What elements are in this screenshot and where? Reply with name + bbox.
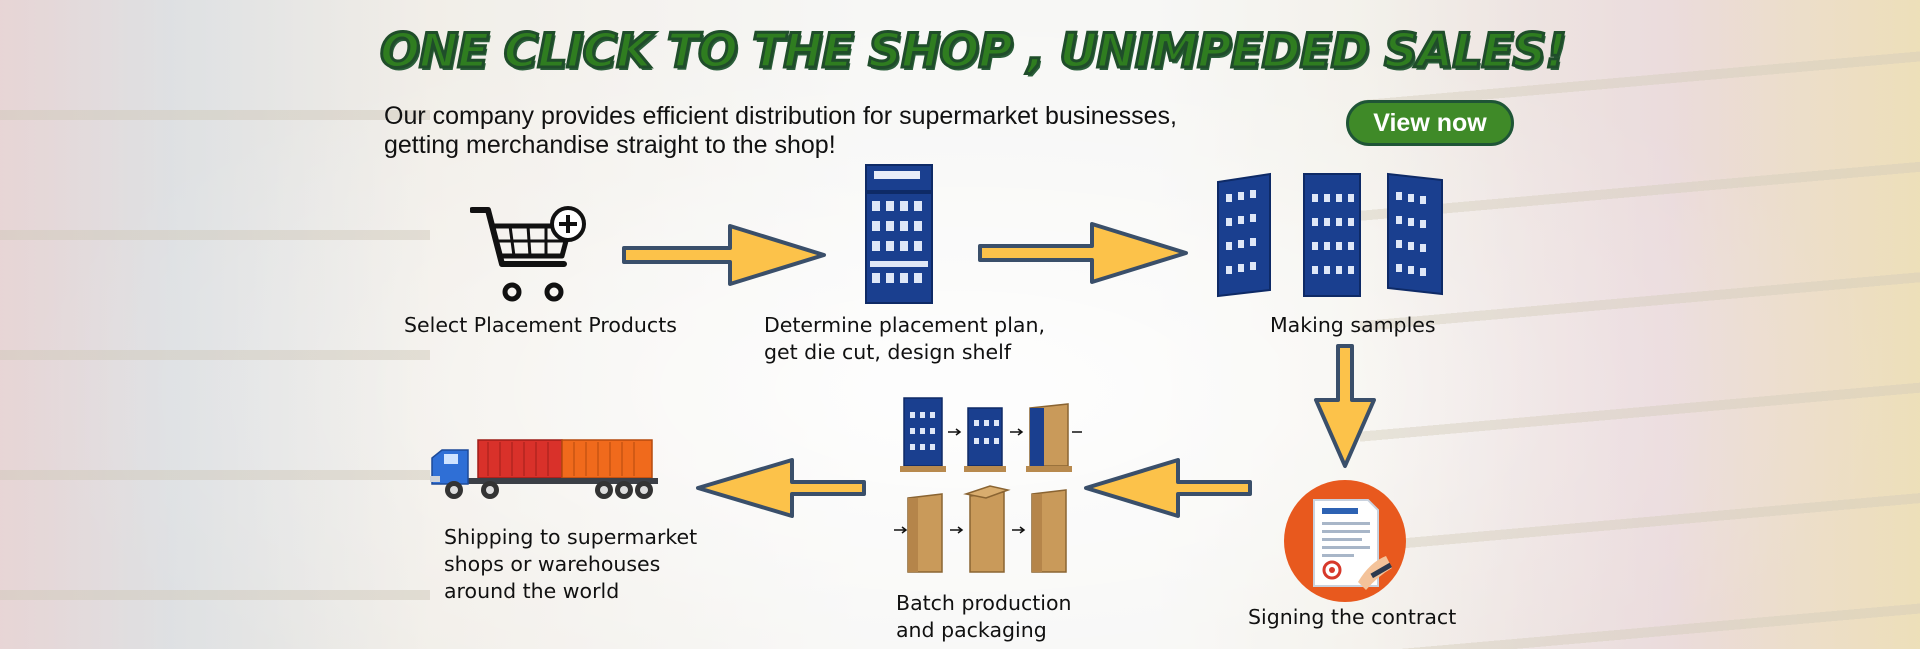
display-samples-icon: [1217, 172, 1443, 298]
intro-line-1: Our company provides efficient distribut…: [384, 102, 1177, 130]
flow-arrow-left-icon: [696, 458, 866, 518]
shopping-cart-add-icon: [470, 206, 586, 302]
step-making-samples-label: Making samples: [1270, 313, 1436, 337]
banner-intro: Our company provides efficient distribut…: [384, 102, 1284, 160]
flow-arrow-right-icon: [622, 224, 826, 286]
container-truck-icon: [430, 439, 658, 499]
step-select-products-label: Select Placement Products: [404, 313, 677, 337]
intro-line-2: getting merchandise straight to the shop…: [384, 131, 836, 159]
flow-arrow-right-icon: [978, 222, 1188, 284]
banner-title: ONE CLICK TO THE SHOP , UNIMPEDED SALES!: [379, 23, 1569, 81]
step-placement-plan-label: Determine placement plan, get die cut, d…: [764, 313, 1045, 364]
step-shipping-label: Shipping to supermarket shops or warehou…: [444, 525, 698, 603]
contract-document-icon: [1284, 480, 1406, 602]
view-now-button[interactable]: View now: [1346, 100, 1514, 146]
flow-arrow-down-icon: [1314, 344, 1376, 468]
production-packaging-icon: [894, 397, 1082, 573]
left-shelves: [0, 0, 430, 649]
flow-arrow-left-icon: [1084, 458, 1252, 518]
display-shelf-icon: [865, 164, 933, 304]
step-signing-contract-label: Signing the contract: [1248, 605, 1457, 629]
step-batch-production-label: Batch production and packaging: [896, 591, 1072, 642]
